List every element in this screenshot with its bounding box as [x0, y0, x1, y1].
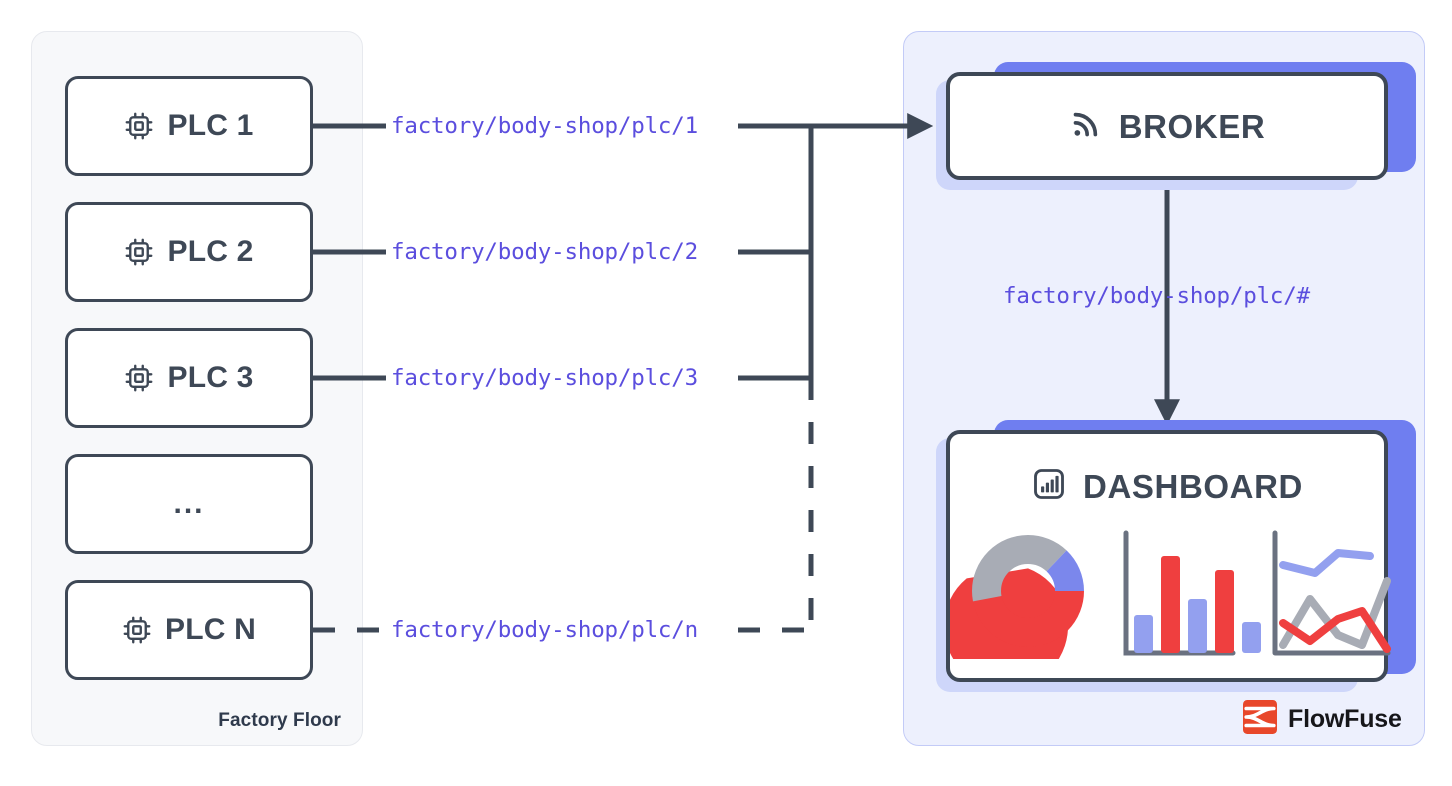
topic-label-plc-3: factory/body-shop/plc/3 [391, 365, 698, 391]
flowfuse-logo-icon [1243, 700, 1277, 739]
dashboard-mini-charts [950, 530, 1391, 659]
dashboard-card[interactable]: DASHBOARD [946, 430, 1391, 682]
broker-title: BROKER [1118, 107, 1266, 145]
cpu-chip-icon [124, 111, 154, 141]
topic-label-plc-n: factory/body-shop/plc/n [391, 617, 698, 643]
cpu-chip-icon [124, 363, 154, 393]
topic-label-plc-2: factory/body-shop/plc/2 [391, 239, 698, 265]
flowfuse-brand: FlowFuse [1243, 700, 1402, 739]
plc-card-n[interactable]: PLC N [65, 580, 313, 680]
rss-signal-icon [1069, 107, 1103, 146]
mini-line-chart [1272, 530, 1391, 656]
plc-card-label: PLC 2 [167, 235, 254, 268]
broker-card[interactable]: BROKER [946, 72, 1388, 180]
cpu-chip-icon [124, 237, 154, 267]
flowfuse-wordmark: FlowFuse [1288, 705, 1402, 733]
plc-card-3[interactable]: PLC 3 [65, 328, 313, 428]
plc-card-2[interactable]: PLC 2 [65, 202, 313, 302]
mini-donut-chart [950, 535, 1084, 659]
mini-bar-chart [1123, 530, 1261, 656]
topic-label-subscription: factory/body-shop/plc/# [1003, 283, 1310, 309]
plc-card-1[interactable]: PLC 1 [65, 76, 313, 176]
dashboard-title: DASHBOARD [1083, 468, 1303, 505]
plc-card-label: ... [173, 487, 205, 520]
bar-chart-square-icon [1031, 466, 1067, 507]
broker-node[interactable]: BROKER [936, 62, 1416, 190]
plc-card-label: PLC 1 [167, 109, 254, 142]
cpu-chip-icon [122, 615, 152, 645]
dashboard-node[interactable]: DASHBOARD [936, 420, 1416, 692]
dashboard-header: DASHBOARD [950, 466, 1384, 507]
plc-card-label: PLC 3 [167, 361, 254, 394]
plc-card-label: PLC N [165, 613, 256, 646]
topic-label-plc-1: factory/body-shop/plc/1 [391, 113, 698, 139]
plc-card-more[interactable]: ... [65, 454, 313, 554]
factory-floor-caption: Factory Floor [218, 710, 341, 731]
